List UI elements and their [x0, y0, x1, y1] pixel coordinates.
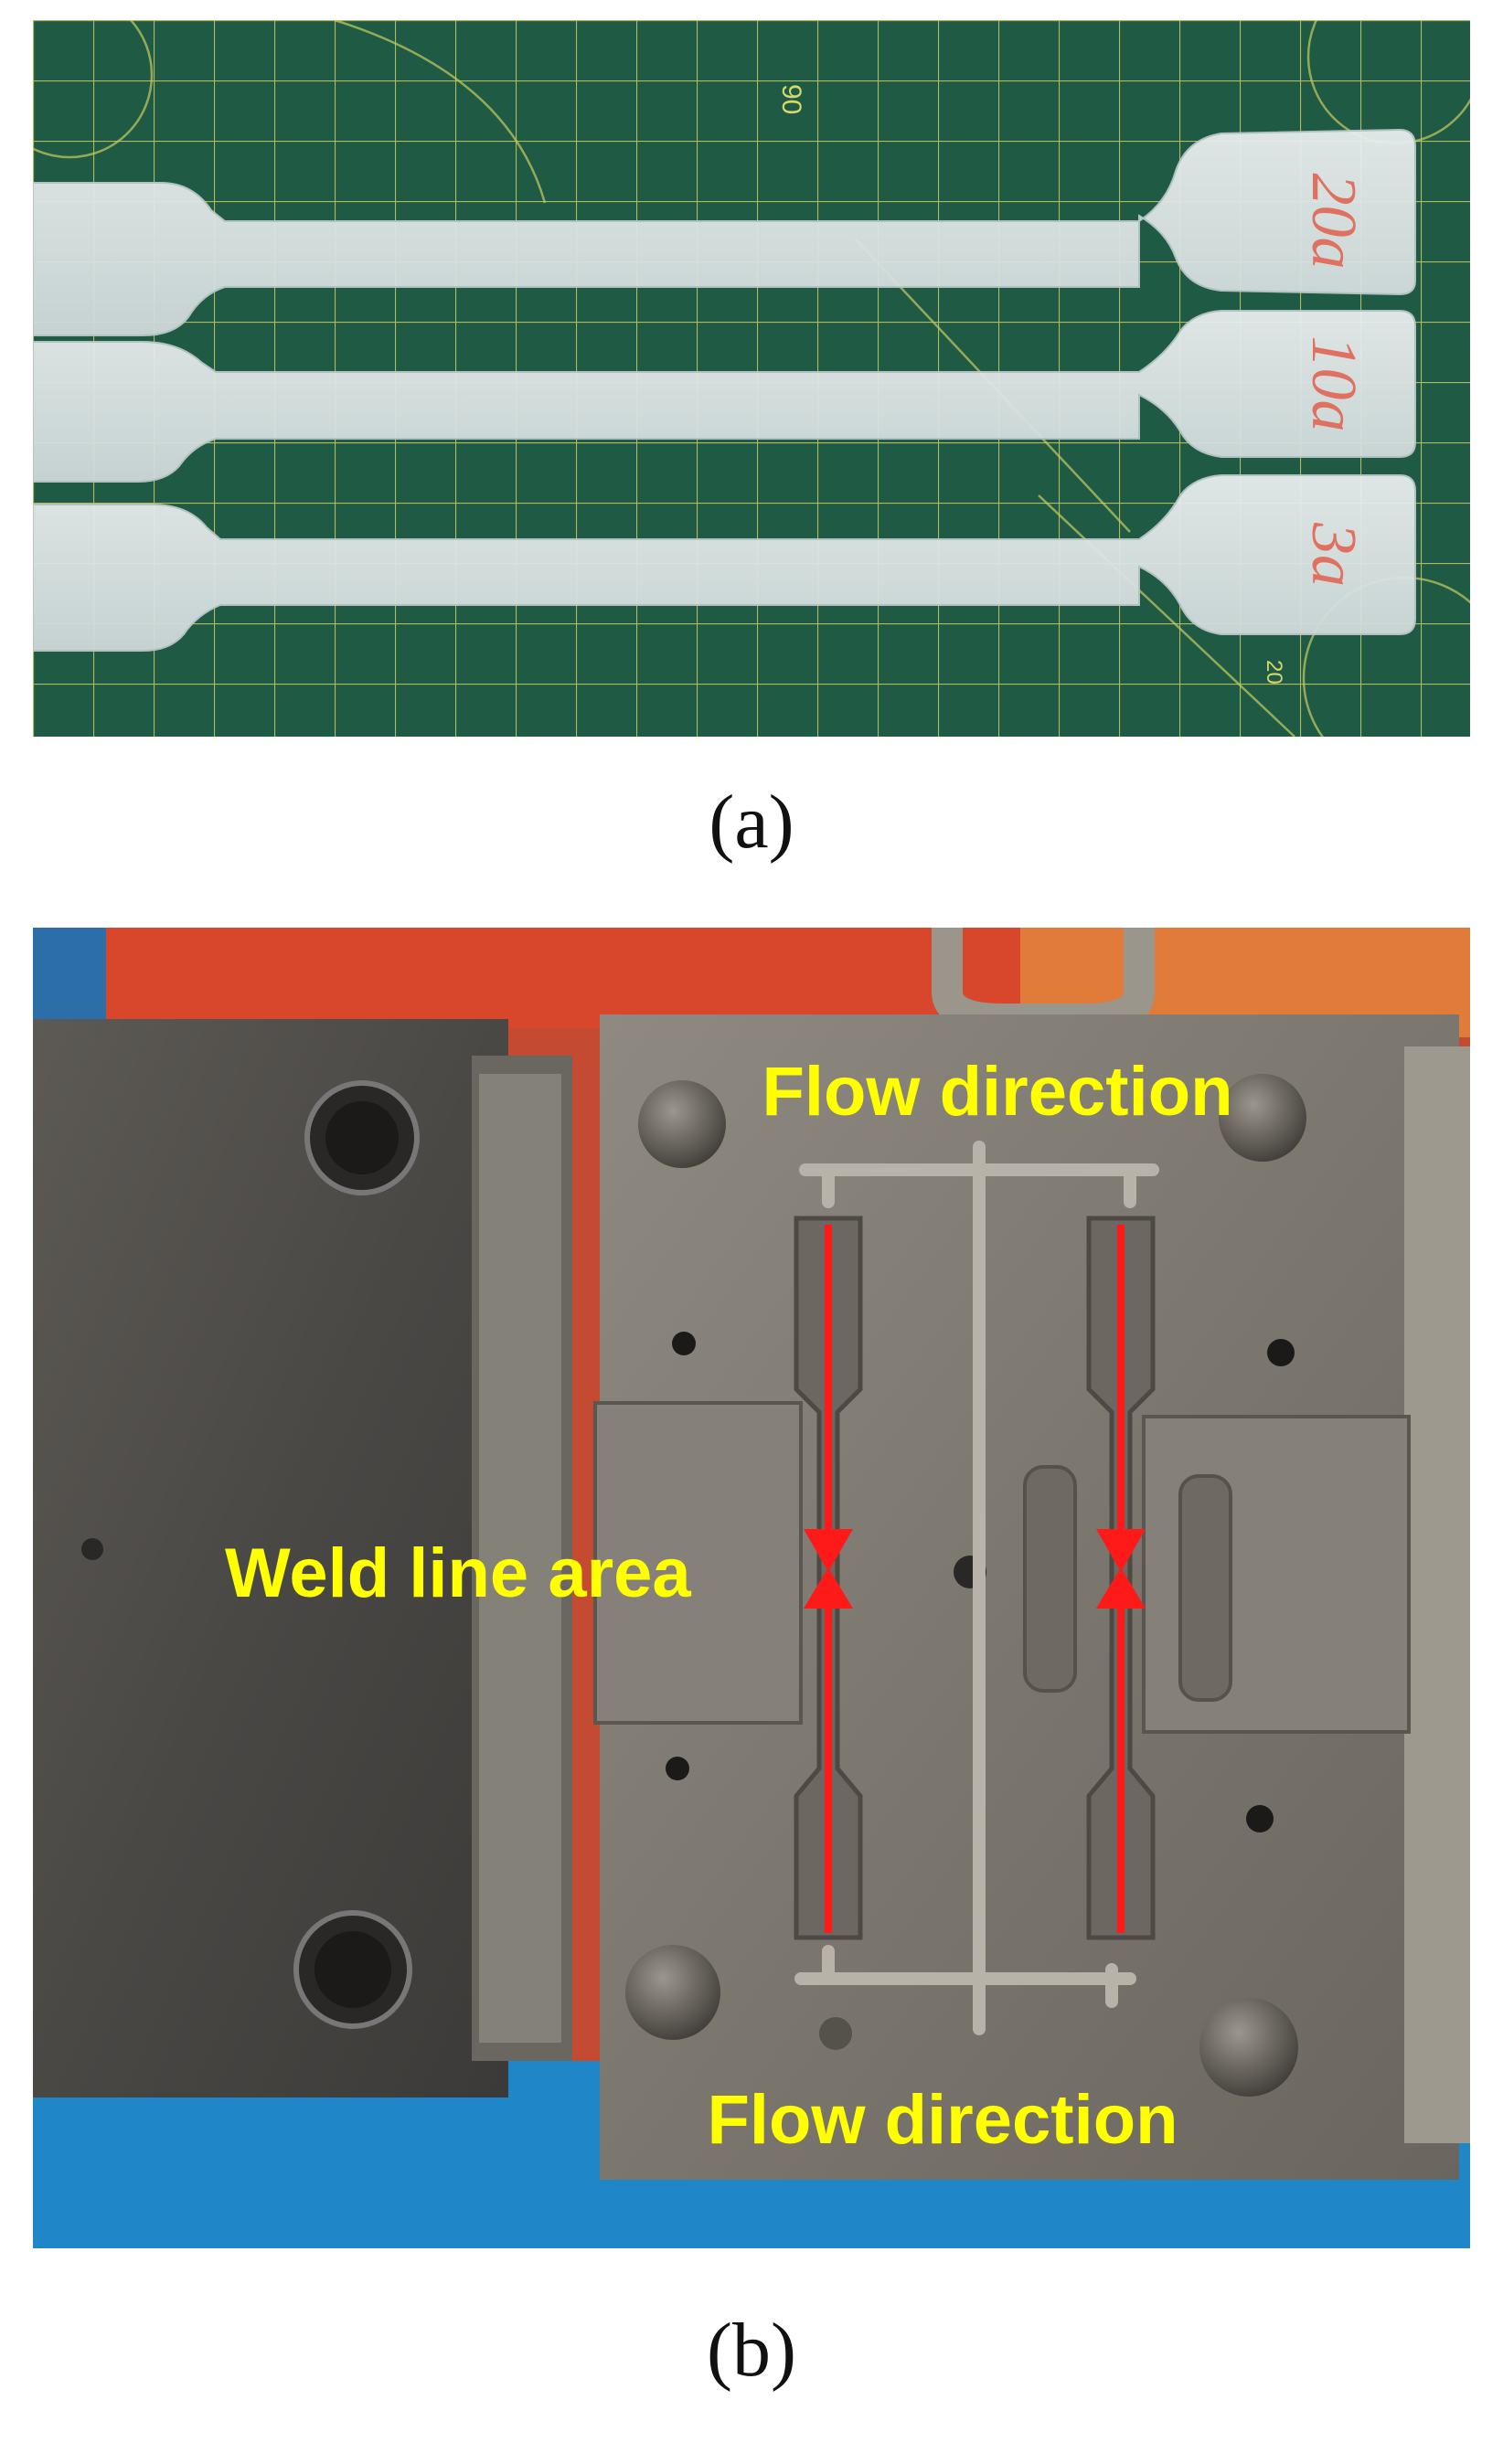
- ruler-mark-90: 90: [776, 84, 806, 114]
- annotation-weld-line-area: Weld line area: [225, 1535, 691, 1612]
- mould-photo: Flow direction Weld line area Flow direc…: [33, 928, 1470, 2248]
- caption-a: (a): [709, 780, 794, 865]
- annotation-flow-direction-bottom: Flow direction: [707, 2081, 1178, 2159]
- tensile-specimen-2: 10a: [33, 310, 1416, 483]
- arrow-head-down-right: [1096, 1529, 1146, 1572]
- specimen-label-3a: 3a: [1298, 522, 1369, 587]
- caption-b: (b): [707, 2308, 796, 2393]
- annotation-flow-direction-top: Flow direction: [762, 1053, 1232, 1131]
- arrow-head-up-right: [1096, 1567, 1146, 1609]
- flow-arrows: [804, 1225, 1146, 1933]
- specimen-label-10a: 10a: [1298, 336, 1369, 432]
- right-mould-half: [593, 928, 1470, 2180]
- arrow-head-down-left: [804, 1529, 853, 1572]
- specimen-label-20a: 20a: [1298, 174, 1369, 270]
- arrow-head-up-left: [804, 1567, 853, 1609]
- tensile-specimens-photo: 90 20 20a 10a 3a: [33, 20, 1470, 737]
- ruler-mark-20: 20: [1262, 660, 1286, 685]
- tensile-specimen-1: 20a: [33, 128, 1416, 336]
- panel-b-photo: Flow direction Weld line area Flow direc…: [33, 928, 1470, 2248]
- tensile-specimen-3: 3a: [33, 474, 1416, 652]
- left-mould-half: [33, 1019, 572, 2098]
- panel-a-photo: 90 20 20a 10a 3a: [33, 20, 1470, 737]
